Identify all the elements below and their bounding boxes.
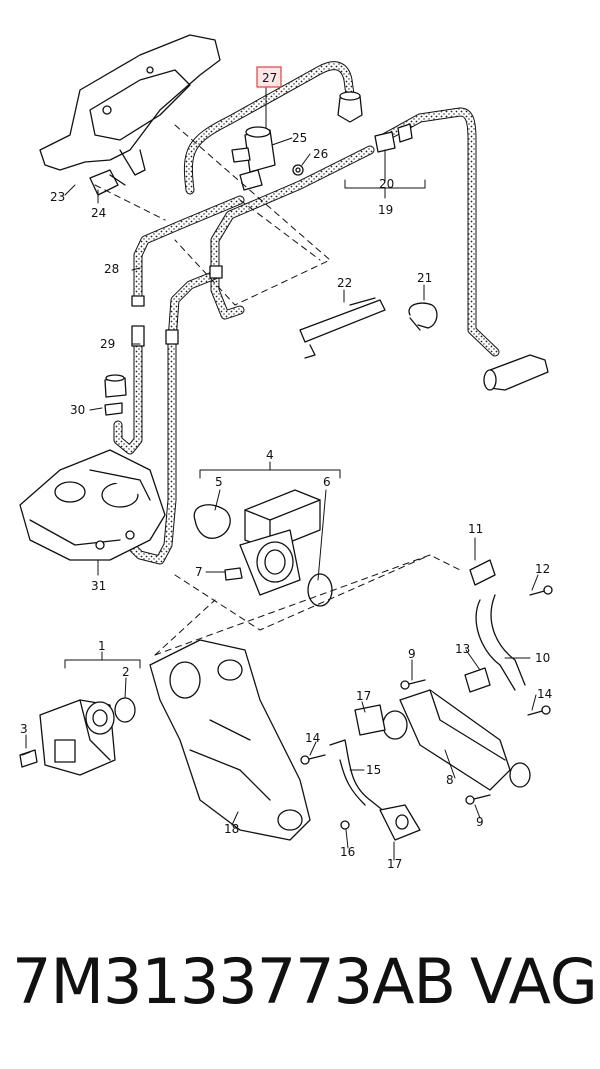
callout-19: 19 xyxy=(378,203,393,217)
callout-25: 25 xyxy=(292,131,307,145)
callout-29: 29 xyxy=(100,337,115,351)
callout-30: 30 xyxy=(70,403,85,417)
callout-26: 26 xyxy=(313,147,328,161)
egr-pipe xyxy=(329,704,421,841)
callout-7: 7 xyxy=(195,565,203,579)
callout-14-right: 14 xyxy=(537,687,552,701)
callout-9-top: 9 xyxy=(408,647,416,661)
cylinder-head xyxy=(19,449,166,561)
part-number: 7M3133773AB xyxy=(12,945,456,1018)
callout-24: 24 xyxy=(91,206,106,220)
callout-10: 10 xyxy=(535,651,550,665)
callout-17-top: 17 xyxy=(356,689,371,703)
highlight-box xyxy=(256,66,282,88)
vacuum-hoses xyxy=(113,61,500,565)
callout-28: 28 xyxy=(104,262,119,276)
callout-18: 18 xyxy=(224,822,239,836)
egr-valve xyxy=(19,697,136,776)
callout-12: 12 xyxy=(535,562,550,576)
callout-6: 6 xyxy=(323,475,331,489)
callout-14-left: 14 xyxy=(305,731,320,745)
callout-5: 5 xyxy=(215,475,223,489)
mounting-bracket xyxy=(39,34,221,176)
callout-27: 27 xyxy=(262,71,277,85)
egr-cooler xyxy=(382,559,531,791)
callout-15: 15 xyxy=(366,763,381,777)
callout-31: 31 xyxy=(91,579,106,593)
callout-8: 8 xyxy=(446,773,454,787)
callout-3: 3 xyxy=(20,722,28,736)
assembly-guide-lines xyxy=(94,124,461,656)
callout-labels: 27 25 26 20 19 23 24 28 22 21 29 30 4 5 … xyxy=(20,71,552,871)
bolts xyxy=(21,585,553,805)
sensor-part xyxy=(89,169,126,196)
callout-22: 22 xyxy=(337,276,352,290)
callout-17-bottom: 17 xyxy=(387,857,402,871)
callout-1: 1 xyxy=(98,639,106,653)
callout-2: 2 xyxy=(122,665,130,679)
callout-23: 23 xyxy=(50,190,65,204)
callout-13: 13 xyxy=(455,642,470,656)
throttle-valve-unit xyxy=(193,489,333,607)
check-valve xyxy=(104,374,127,416)
callout-20: 20 xyxy=(379,177,394,191)
callout-16: 16 xyxy=(340,845,355,859)
bracket-bar xyxy=(299,297,386,359)
hose-clip xyxy=(408,302,438,331)
brand-name: VAG xyxy=(470,945,598,1018)
callout-11: 11 xyxy=(468,522,483,536)
callout-leaders xyxy=(25,87,539,861)
callout-21: 21 xyxy=(417,271,432,285)
intake-manifold xyxy=(149,639,311,841)
callout-9-bottom: 9 xyxy=(476,815,484,829)
pressure-converter-valve xyxy=(231,126,304,191)
hose-connectors xyxy=(131,91,549,391)
callout-4: 4 xyxy=(266,448,274,462)
